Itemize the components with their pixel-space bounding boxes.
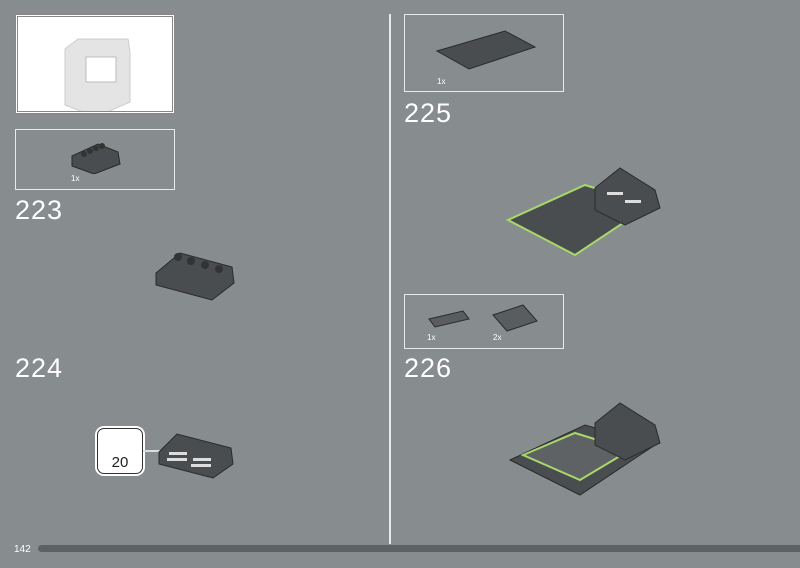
slope-brick-part [71, 143, 121, 174]
tile-part-large [492, 304, 538, 332]
step-number-226: 226 [404, 353, 453, 383]
step-225-model [505, 167, 661, 257]
step-223-model [155, 252, 235, 301]
page-number: 142 [14, 544, 31, 555]
part-qty: 1x [71, 174, 80, 183]
step-number-225: 225 [404, 98, 453, 128]
parts-list-223: 1x [15, 129, 175, 190]
part-qty: 1x [427, 333, 436, 342]
part-qty: 1x [437, 77, 446, 86]
submodel-preview [15, 14, 175, 118]
step-226-model [508, 402, 661, 496]
parts-list-226: 1x 2x [404, 294, 564, 349]
tile-part-small [428, 310, 470, 328]
parts-list-225: 1x [404, 14, 564, 92]
plate-part [435, 30, 537, 70]
sticker-connector [143, 450, 165, 452]
step-number-223: 223 [15, 195, 64, 225]
step-number-224: 224 [15, 353, 64, 383]
sticker-callout: 20 [97, 428, 143, 474]
step-224-model [158, 433, 234, 479]
sticker-number: 20 [111, 454, 129, 471]
column-divider [389, 14, 391, 544]
submodel-frame-image [64, 38, 131, 118]
progress-bar [38, 545, 800, 552]
part-qty: 2x [493, 333, 502, 342]
